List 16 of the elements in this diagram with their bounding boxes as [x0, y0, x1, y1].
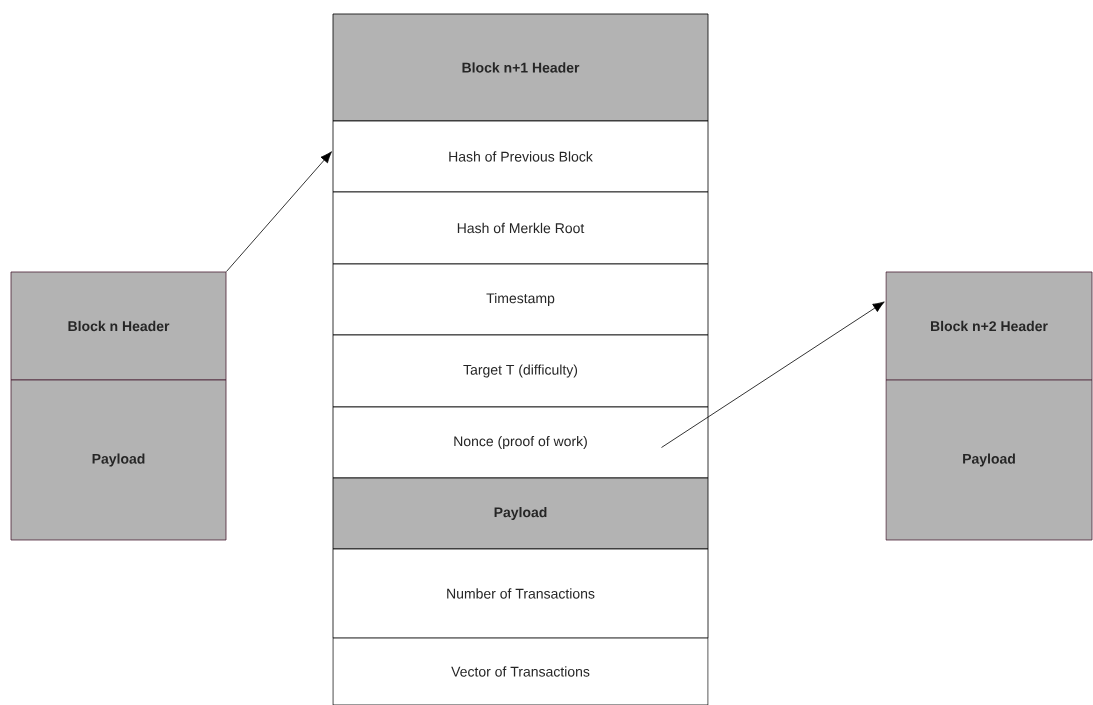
header-cell: Block n Header [10, 271, 227, 381]
header-cell: Payload [332, 477, 709, 550]
header-cell: Block n+1 Header [332, 13, 709, 122]
header-cell: Payload [885, 379, 1093, 541]
field-cell: Hash of Merkle Root [332, 191, 709, 265]
header-cell: Block n+2 Header [885, 271, 1093, 381]
field-cell: Number of Transactions [332, 548, 709, 639]
arrow [226, 151, 332, 272]
arrow [661, 301, 885, 448]
header-cell: Payload [10, 379, 227, 541]
field-cell: Target T (difficulty) [332, 334, 709, 408]
field-cell: Hash of Previous Block [332, 120, 709, 193]
field-cell: Vector of Transactions [332, 637, 709, 705]
field-cell: Timestamp [332, 263, 709, 336]
field-cell: Nonce (proof of work) [332, 406, 709, 479]
node-label: Block n+2 Header [931, 320, 1048, 332]
